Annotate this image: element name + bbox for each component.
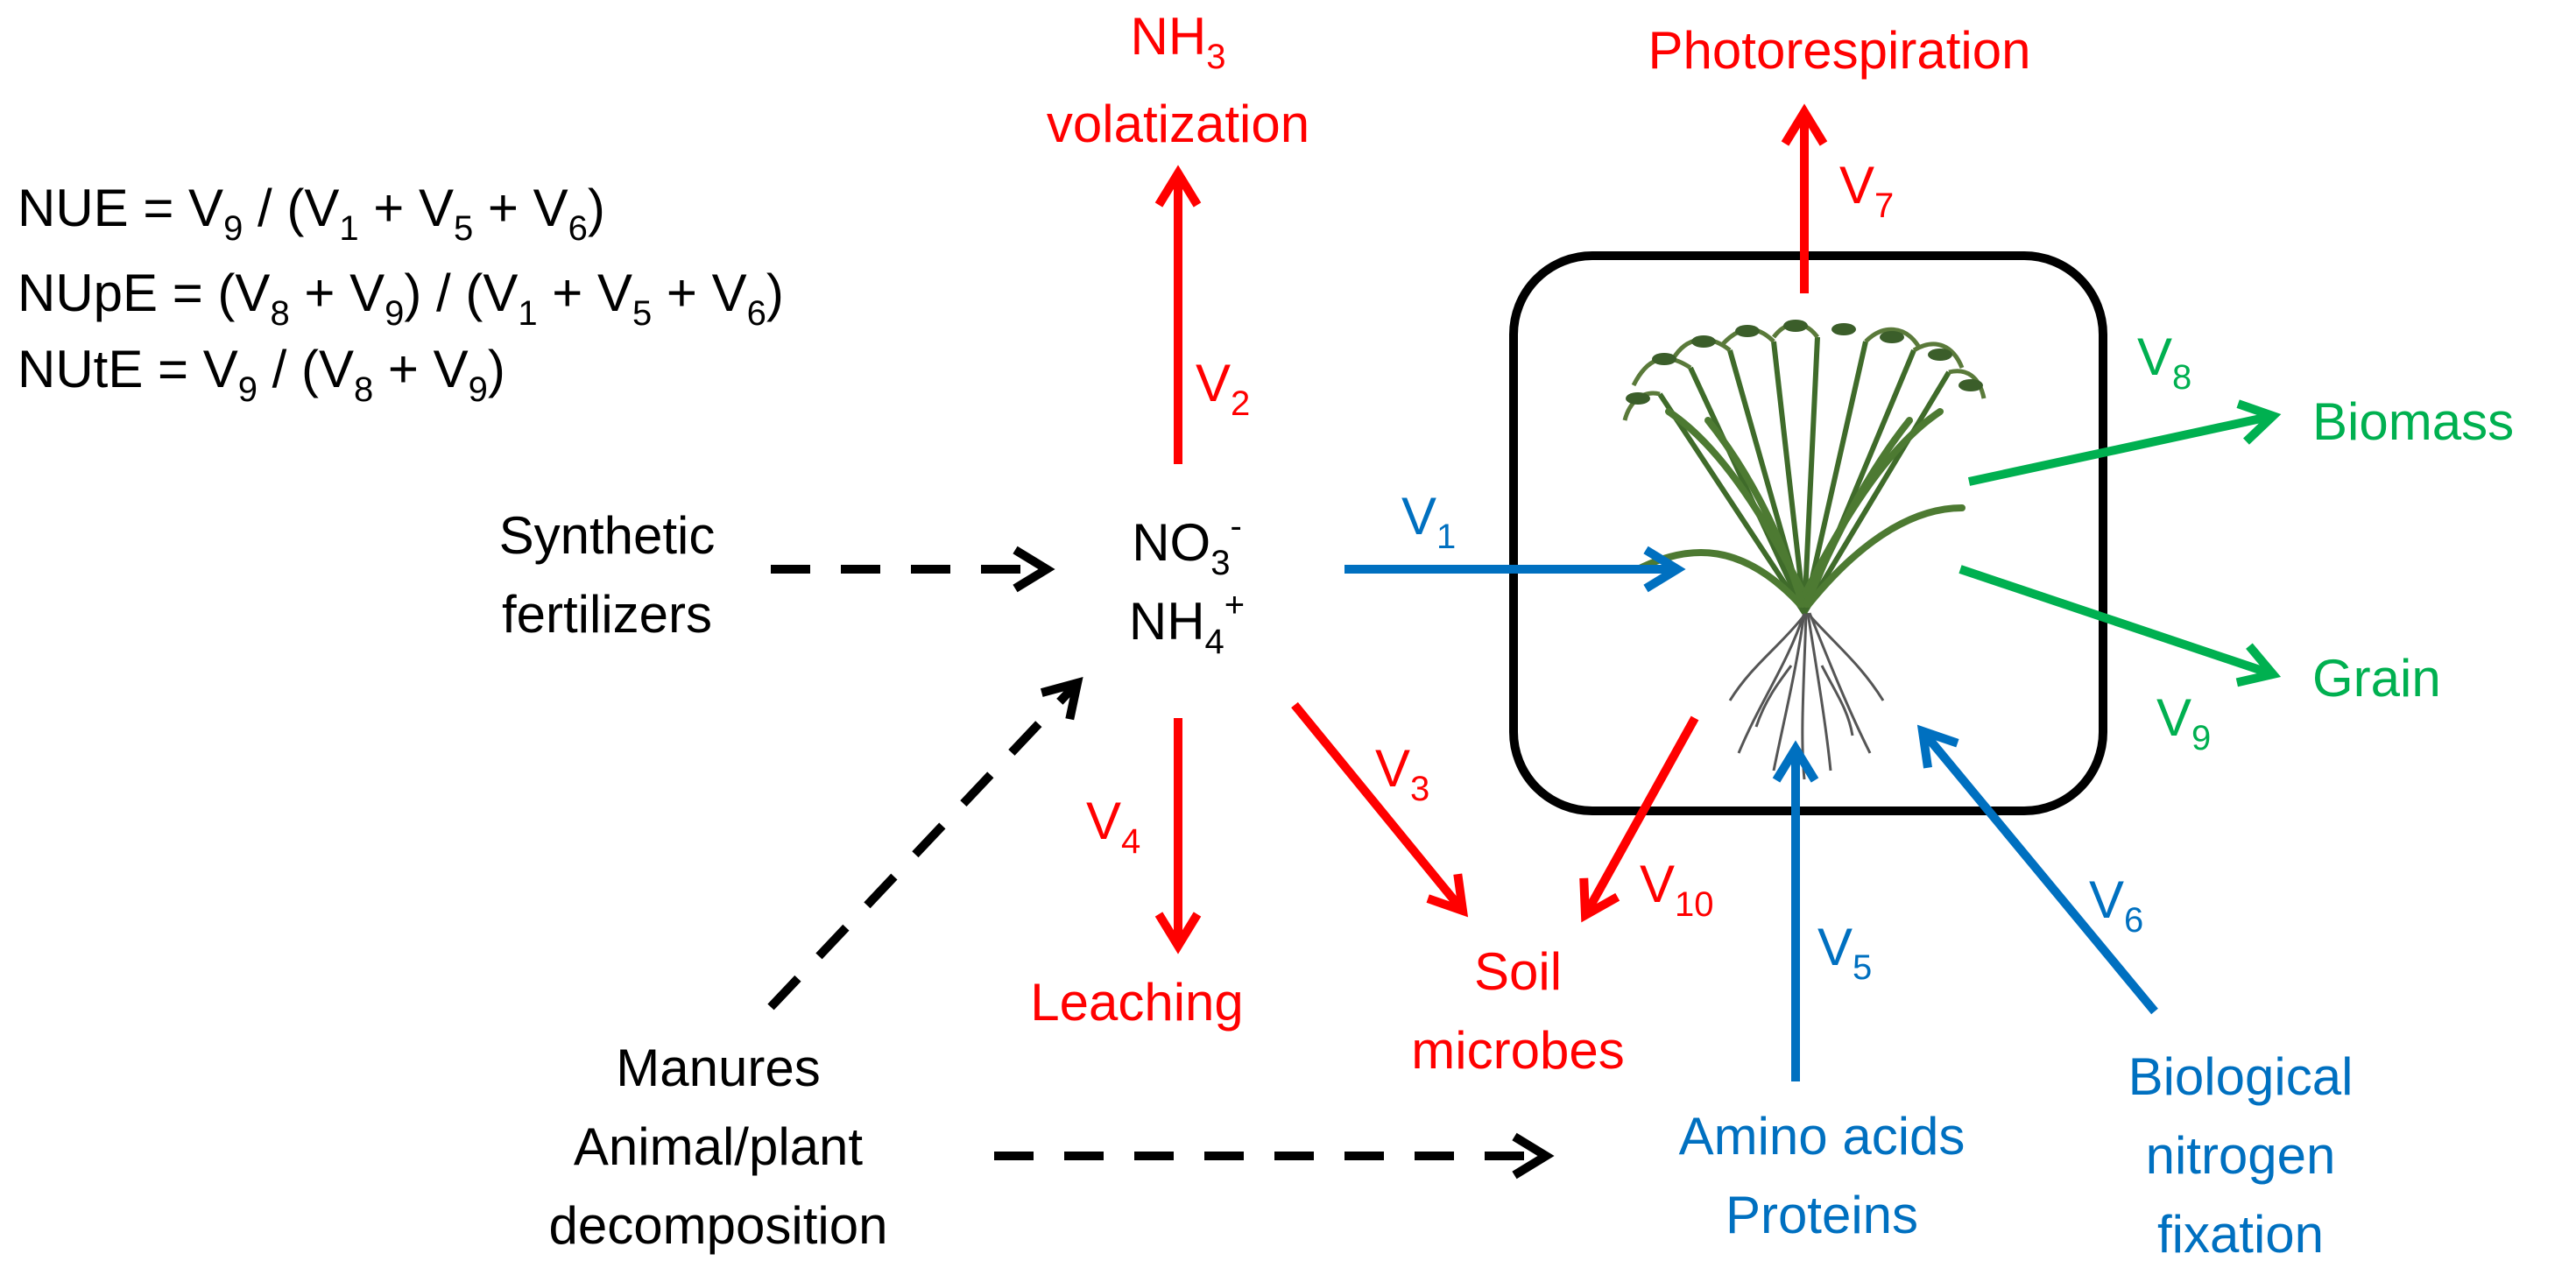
arrow-v10 <box>1579 715 1699 923</box>
bnf-line3: fixation <box>2157 1205 2324 1264</box>
arrow-v3 <box>1291 701 1469 918</box>
arrows <box>767 103 2282 1180</box>
manures-line3: decomposition <box>549 1196 888 1255</box>
bnf-line1: Biological <box>2128 1047 2354 1106</box>
nh3-label: NH3 <box>1131 7 1226 76</box>
soil-microbes-line2: microbes <box>1411 1021 1624 1080</box>
photorespiration-label: Photorespiration <box>1648 21 2031 80</box>
leaching-label: Leaching <box>1030 973 1244 1032</box>
arrow-v9 <box>1958 565 2282 687</box>
grain-label: Grain <box>2312 649 2441 708</box>
nh4-label: NH4+ <box>1129 586 1245 661</box>
no3-label: NO3- <box>1132 507 1242 582</box>
flow-label-v3: V3 <box>1375 739 1429 808</box>
amino-line2: Proteins <box>1726 1186 1918 1244</box>
flow-label-v5: V5 <box>1817 918 1872 987</box>
equation-nue: NUE = V9 / (V1 + V5 + V6) <box>18 179 605 248</box>
amino-line1: Amino acids <box>1679 1107 1966 1166</box>
flow-label-v9: V9 <box>2156 688 2211 757</box>
manures-line1: Manures <box>616 1039 820 1097</box>
arrow-v6 <box>1916 724 2158 1015</box>
flow-label-v8: V8 <box>2137 328 2191 397</box>
flow-label-v1: V1 <box>1401 487 1456 556</box>
flow-label-v4: V4 <box>1086 792 1140 861</box>
bnf-line2: nitrogen <box>2146 1126 2336 1185</box>
biomass-label: Biomass <box>2312 392 2514 451</box>
synthetic-label: Synthetic <box>499 506 716 565</box>
flow-label-v2: V2 <box>1196 354 1250 423</box>
equation-nupe: NUpE = (V8 + V9) / (V1 + V5 + V6) <box>18 264 784 333</box>
volatization-label: volatization <box>1047 95 1309 153</box>
soil-microbes-line1: Soil <box>1474 942 1562 1001</box>
equation-nute: NUtE = V9 / (V8 + V9) <box>18 340 505 409</box>
flow-label-v7: V7 <box>1839 156 1894 225</box>
rice-plant-icon <box>1622 320 1987 780</box>
flow-label-v10: V10 <box>1640 855 1714 924</box>
flow-label-v6: V6 <box>2089 870 2143 940</box>
arrow-manures-to-soil-n <box>767 677 1083 1011</box>
fertilizers-label: fertilizers <box>502 585 712 644</box>
manures-line2: Animal/plant <box>574 1117 864 1176</box>
arrow-v8 <box>1967 399 2282 486</box>
